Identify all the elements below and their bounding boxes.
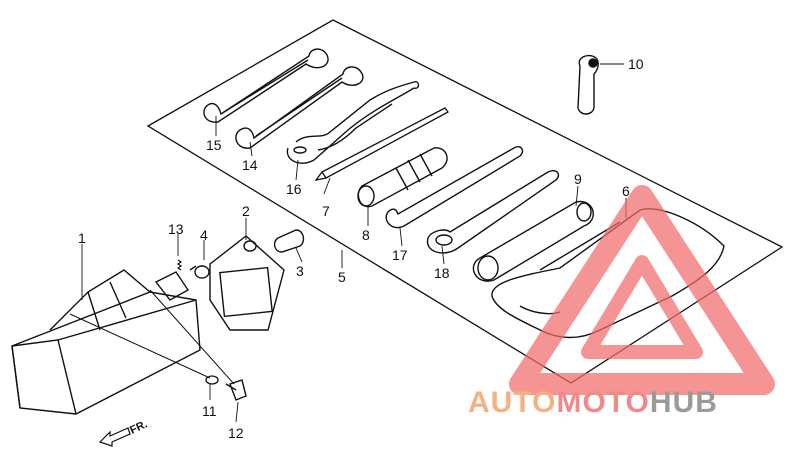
callout-13: 13 [168,221,184,237]
callout-11: 11 [202,403,217,419]
callout-leaders [81,63,627,423]
callout-15: 15 [206,137,222,153]
tool-tray-outline [146,19,784,384]
callout-3: 3 [296,263,304,279]
front-direction-label: FR. [128,418,149,436]
spring-13 [176,259,183,271]
spanner-17 [385,146,524,229]
callout-2: 2 [242,203,250,219]
screwdriver-blade-7 [314,107,449,181]
bracket-4 [154,265,210,301]
ring-wrench-18 [426,170,560,254]
callout-17: 17 [392,247,408,263]
screwdriver-handle-8 [357,147,448,208]
callout-18: 18 [434,265,450,281]
watermark-logo [509,185,775,395]
spanner-14 [235,66,364,149]
callout-8: 8 [362,227,370,243]
watermark-moto: MOTO [556,386,649,419]
watermark-hub: HUB [650,386,718,419]
bolt-3 [273,229,305,253]
callout-7: 7 [322,203,330,219]
bolt-12 [225,379,247,401]
pliers-16 [286,81,420,164]
holder-2 [209,235,285,331]
spanner-15 [203,48,329,123]
tool-box-1 [11,269,201,415]
watermark-triangle-icon [509,185,775,395]
callout-4: 4 [200,227,208,243]
callout-9: 9 [574,171,582,187]
grip-10 [577,54,599,115]
callout-6: 6 [622,183,630,199]
callout-10: 10 [628,56,644,72]
callout-labels: 1 2 3 4 5 6 7 8 9 10 11 12 13 14 15 16 1… [78,56,644,441]
callout-5: 5 [338,269,346,285]
front-direction-arrow: FR. [98,418,149,447]
box-spanner-9 [472,200,594,282]
callout-16: 16 [286,181,302,197]
watermark-auto: AUTO [468,386,556,419]
callout-1: 1 [78,230,86,246]
arrow-icon [98,427,131,447]
watermark-text: AUTOMOTOHUB [468,386,718,419]
callout-12: 12 [228,425,244,441]
assembly-lines [69,289,235,385]
washer-11 [205,375,219,385]
callout-14: 14 [242,157,258,173]
